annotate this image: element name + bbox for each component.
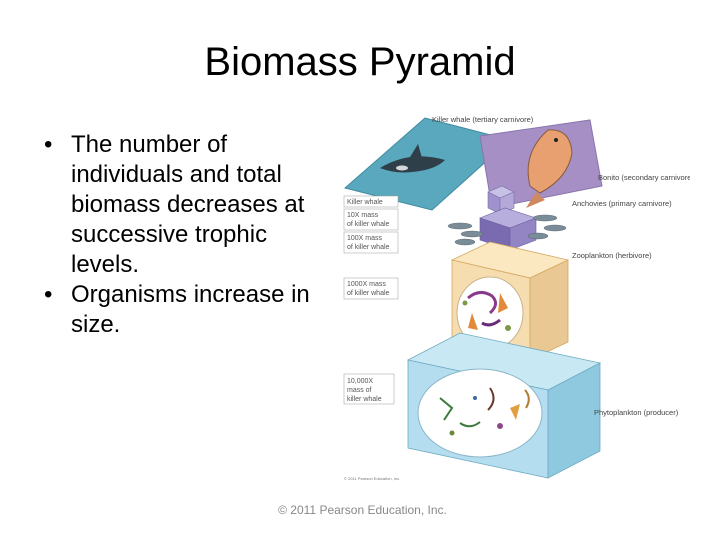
mass-label-box: 100X mass of killer whale [343,231,399,254]
mass-label: of killer whale [347,221,390,228]
mass-label-box: 10,000X mass of killer whale [343,373,395,405]
footer-copyright: © 2011 Pearson Education, Inc. [278,503,447,517]
trophic-label: Zooplankton (herbivore) [572,251,652,260]
bullet-list: The number of individuals and total biom… [40,130,340,340]
mass-label: 1000X mass [347,281,386,288]
mass-label: killer whale [347,396,382,403]
phytoplankton-sample-circle [417,368,543,458]
trophic-label: Killer whale (tertiary carnivore) [432,115,534,124]
mass-label-box: Killer whale [343,195,399,208]
bullet-item: The number of individuals and total biom… [40,130,340,280]
mass-label: of killer whale [347,290,390,297]
bullet-item: Organisms increase in size. [40,280,340,340]
mass-label: 100X mass [347,235,383,242]
mass-label-box: 10X mass of killer whale [343,208,399,231]
mass-label: Killer whale [347,199,383,206]
slide-title: Biomass Pyramid [204,40,516,84]
trophic-label: Anchovies (primary carnivore) [572,199,672,208]
mass-label: 10X mass [347,212,379,219]
anchovies-icon [447,214,567,246]
mass-label: of killer whale [347,244,390,251]
zooplankton-icon [462,291,511,331]
trophic-label: Bonito (secondary carnivore) [598,173,690,182]
trophic-label: Phytoplankton (producer) [594,408,679,417]
pyramid-illustration: Killer whale 10X mass of killer whale 10… [343,115,690,481]
mass-label-box: 1000X mass of killer whale [343,277,399,300]
bonito-fish-icon [527,129,573,194]
phytoplankton-icon [439,387,530,436]
figure-copyright: © 2011 Pearson Education, Inc. [344,476,400,481]
mass-label: 10,000X [347,378,373,385]
mass-label: mass of [347,387,372,394]
biomass-pyramid-figure: Killer whale 10X mass of killer whale 10… [340,108,690,488]
